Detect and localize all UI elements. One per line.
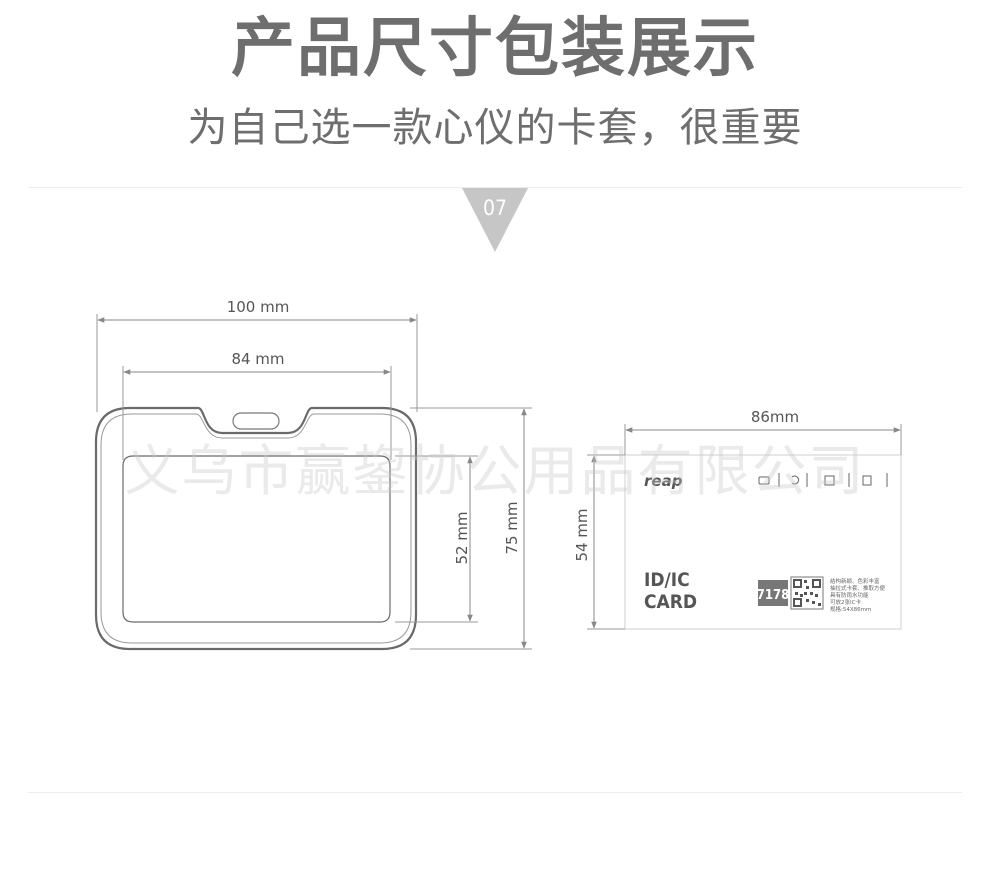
card-feature-icons (758, 473, 888, 487)
badge-holder-drawing (94, 406, 418, 651)
page-title: 产品尺寸包装展示 (231, 12, 759, 86)
card-spec-item: 规格:54X86mm (830, 605, 871, 613)
card-spec-item: 具有防雨水功能 (830, 591, 869, 599)
holder-outer-width-label: 100 mm (227, 298, 290, 316)
badge-triangle (462, 188, 528, 252)
card-spec-item: 可放2张IC卡 (830, 598, 861, 606)
card-spec-item: 抽拉式卡套、推取方便 (830, 584, 886, 592)
qr-code-icon (790, 576, 824, 610)
card-model-number: 7178 (757, 588, 790, 603)
page-subtitle: 为自己选一款心仪的卡套，很重要 (187, 105, 803, 151)
card-spec-list: 结构新颖、色彩丰富 抽拉式卡套、推取方便 具有防雨水功能 可放2张IC卡 规格:… (830, 577, 886, 613)
card-height-label: 54 mm (573, 508, 591, 561)
printer-icon (758, 476, 770, 485)
holder-outer-height-label: 75 mm (503, 501, 521, 554)
top-divider (28, 187, 962, 188)
bottom-divider (28, 792, 962, 793)
holder-inner-height-label: 52 mm (453, 511, 471, 564)
card-width-label: 86mm (751, 408, 799, 426)
holder-inner-width-label: 84 mm (231, 350, 284, 368)
card-model-box (758, 580, 788, 606)
card-brand-logo: reap (644, 472, 683, 490)
edit-icon (862, 475, 872, 486)
card-line2: CARD (644, 591, 697, 613)
refresh-icon (791, 475, 800, 485)
card-spec-item: 结构新颖、色彩丰富 (830, 577, 880, 585)
card-line1: ID/IC (644, 569, 690, 591)
square-icon (824, 475, 835, 486)
section-badge: 07 (482, 196, 508, 220)
